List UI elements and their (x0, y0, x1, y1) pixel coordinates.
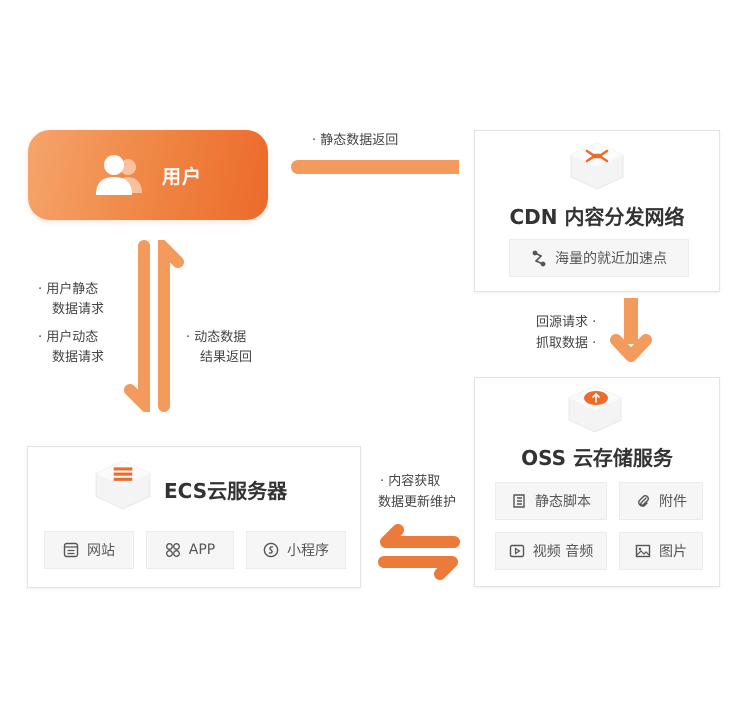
script-icon (513, 494, 525, 508)
arrows-ecs-oss (378, 524, 460, 580)
oss-chip-label: 静态脚本 (535, 494, 591, 510)
ecs-title: ECS云服务器 (164, 479, 288, 503)
oss-chip-static-script: 静态脚本 (495, 482, 607, 520)
user-node: 用户 (28, 130, 268, 220)
oss-chip-label: 视频 音频 (532, 544, 594, 560)
ecs-chip-app: APP (146, 531, 234, 569)
ecs-chip-label: 小程序 (287, 543, 329, 559)
edge-label-static-return: · 静态数据返回 (312, 133, 399, 148)
video-play-icon (509, 544, 524, 558)
cdn-chip-label: 海量的就近加速点 (555, 251, 667, 267)
users-icon (95, 155, 142, 195)
website-icon (63, 542, 79, 558)
edge-label-dynamic-return-1: · 动态数据 (186, 330, 247, 345)
oss-chip-attachment: 附件 (619, 482, 703, 520)
ecs-chip-label: 网站 (87, 543, 115, 559)
oss-title: OSS 云存储服务 (521, 446, 673, 470)
server-icon (95, 460, 151, 510)
edge-label-dynamic-return-2: 结果返回 (200, 350, 253, 365)
image-icon (635, 544, 651, 558)
oss-chip-label: 附件 (659, 494, 687, 510)
ecs-chip-label: APP (188, 542, 216, 558)
oss-chip-video-audio: 视频 音频 (495, 532, 607, 570)
cdn-network-icon (570, 142, 624, 190)
edge-label-data-update: 数据更新维护 (378, 495, 457, 510)
arrows-user-ecs (124, 240, 184, 412)
ecs-chip-mini-program: 小程序 (246, 531, 346, 569)
user-label: 用户 (161, 165, 202, 188)
arrow-cdn-to-user (291, 160, 459, 174)
edge-label-fetch-data: 抓取数据 · (536, 336, 597, 351)
edge-label-user-dynamic-req-1: · 用户动态 (38, 330, 99, 345)
cloud-upload-icon (568, 385, 622, 433)
app-grid-icon (165, 543, 180, 557)
edge-label-content-fetch: · 内容获取 (380, 474, 441, 489)
cdn-chip-accel-nodes: 海量的就近加速点 (509, 239, 689, 277)
cdn-title: CDN 内容分发网络 (509, 205, 685, 229)
edge-label-user-static-req-2: 数据请求 (52, 302, 105, 317)
paperclip-icon (638, 495, 649, 507)
oss-chip-label: 图片 (659, 544, 687, 560)
cdn-card: CDN 内容分发网络 海量的就近加速点 (474, 130, 720, 292)
edge-label-user-dynamic-req-2: 数据请求 (52, 350, 105, 365)
ecs-card: ECS云服务器 网站 APP 小程序 (27, 446, 361, 588)
edge-label-user-static-req-1: · 用户静态 (38, 282, 99, 297)
mini-program-icon (263, 542, 279, 558)
oss-card: OSS 云存储服务 静态脚本 附件 视频 音频 图片 (474, 377, 720, 587)
ecs-chip-website: 网站 (44, 531, 134, 569)
edge-label-origin-req: 回源请求 · (536, 315, 597, 330)
oss-chip-image: 图片 (619, 532, 703, 570)
arrow-cdn-to-oss (610, 298, 652, 362)
nodes-icon (532, 250, 546, 267)
